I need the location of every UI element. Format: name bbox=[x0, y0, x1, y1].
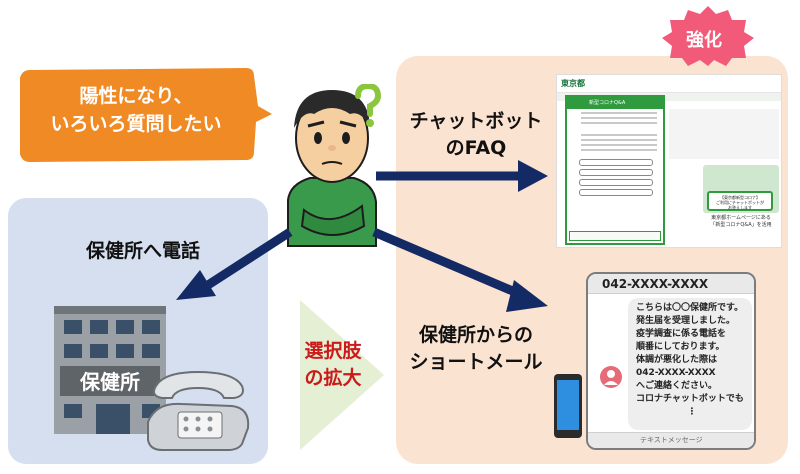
faq-caption: 東京都ホームページにある 「新型コロナQ&A」を活用 bbox=[701, 215, 781, 229]
faq-callout-line-1: 【東京都新型コロナ】 bbox=[720, 195, 760, 200]
speech-bubble bbox=[20, 68, 272, 162]
sms-line: コロナチャットボットでも bbox=[636, 394, 744, 404]
faq-nav-bar bbox=[557, 93, 781, 101]
building-sign: 保健所 bbox=[80, 370, 140, 394]
person-thinking-icon bbox=[287, 90, 377, 247]
sms-line: 疫学調査に係る電話を bbox=[636, 329, 727, 339]
faq-chat-line bbox=[581, 139, 657, 141]
choices-arrow-icon bbox=[300, 300, 384, 450]
faq-chat-line bbox=[581, 112, 657, 114]
faq-side-content bbox=[669, 109, 779, 159]
faq-chat-line bbox=[581, 134, 657, 136]
speech-line-2: いろいろ質問したい bbox=[50, 113, 222, 135]
faq-chat-line bbox=[581, 122, 657, 124]
sms-input-placeholder: テキストメッセージ bbox=[640, 436, 703, 444]
more-choices-line-1: 選択肢 bbox=[304, 340, 362, 362]
faq-option-button[interactable] bbox=[579, 159, 653, 166]
chatbot-faq-label: チャットボット のFAQ bbox=[402, 108, 550, 162]
sms-message-bubble: こちらは〇〇保健所です。 発生届を受理しました。 疫学調査に係る電話を 順番にし… bbox=[628, 298, 752, 430]
sms-phone-screen: 042-XXXX-XXXX こちらは〇〇保健所です。 発生届を受理しました。 疫… bbox=[586, 272, 756, 450]
sms-line: 体調が悪化した際は bbox=[636, 355, 718, 365]
sms-line: 順番にしております。 bbox=[636, 342, 725, 352]
smartphone-screen bbox=[557, 380, 579, 430]
enhanced-badge: 強化 bbox=[686, 30, 722, 51]
faq-caption-line-2: 「新型コロナQ&A」を活用 bbox=[710, 222, 772, 228]
more-choices-line-2: の拡大 bbox=[304, 367, 362, 389]
short-mail-line-2: ショートメール bbox=[409, 351, 543, 373]
faq-callout: 【東京都新型コロナ】 ご利用にチャットボットが お答えします bbox=[707, 191, 773, 211]
telephone-icon bbox=[147, 370, 250, 451]
burst-badge-icon bbox=[662, 6, 754, 66]
faq-header: 東京都 bbox=[557, 75, 781, 93]
sms-more-indicator: ⋮ bbox=[687, 407, 697, 417]
sms-line: 042-XXXX-XXXX bbox=[636, 368, 716, 378]
short-mail-label: 保健所からの ショートメール bbox=[400, 322, 552, 376]
sms-input-bar[interactable]: テキストメッセージ bbox=[588, 432, 754, 448]
faq-option-button[interactable] bbox=[579, 189, 653, 196]
faq-logo: 東京都 bbox=[561, 79, 585, 88]
speech-line-1: 陽性になり、 bbox=[79, 85, 193, 107]
faq-chat-input[interactable] bbox=[569, 231, 661, 241]
sms-header: 042-XXXX-XXXX bbox=[588, 274, 754, 294]
building-icon bbox=[54, 306, 166, 434]
faq-caption-line-1: 東京都ホームページにある bbox=[711, 215, 771, 221]
faq-option-button[interactable] bbox=[579, 179, 653, 186]
user-avatar-icon bbox=[600, 366, 622, 388]
faq-callout-line-2: ご利用にチャットボットが bbox=[716, 200, 764, 205]
sms-line: へご連絡ください。 bbox=[636, 381, 718, 391]
short-mail-line-1: 保健所からの bbox=[418, 324, 533, 346]
question-mark-icon bbox=[355, 84, 382, 127]
faq-option-button[interactable] bbox=[579, 169, 653, 176]
speech-bubble-text: 陽性になり、 いろいろ質問したい bbox=[22, 82, 250, 138]
more-choices-label: 選択肢 の拡大 bbox=[278, 338, 388, 392]
chatbot-faq-line-2: のFAQ bbox=[445, 137, 507, 159]
faq-callout-line-3: お答えします bbox=[728, 205, 752, 210]
sms-line: 発生届を受理しました。 bbox=[636, 316, 736, 326]
faq-chat-line bbox=[581, 149, 657, 151]
phone-health-center-label: 保健所へ電話 bbox=[85, 240, 200, 262]
smartphone-icon bbox=[554, 374, 582, 438]
faq-screenshot: 東京都 新型コロナQ&A 【東京都新型コロナ】 ご利用にチャットボットが お答え… bbox=[556, 74, 782, 248]
faq-chat-window: 新型コロナQ&A bbox=[565, 95, 665, 245]
sms-sender: 042-XXXX-XXXX bbox=[602, 277, 709, 291]
chatbot-faq-line-1: チャットボット bbox=[409, 110, 543, 132]
faq-chat-line bbox=[581, 117, 657, 119]
faq-chat-line bbox=[581, 144, 657, 146]
sms-line: こちらは〇〇保健所です。 bbox=[636, 303, 744, 313]
faq-chat-header: 新型コロナQ&A bbox=[567, 97, 663, 109]
